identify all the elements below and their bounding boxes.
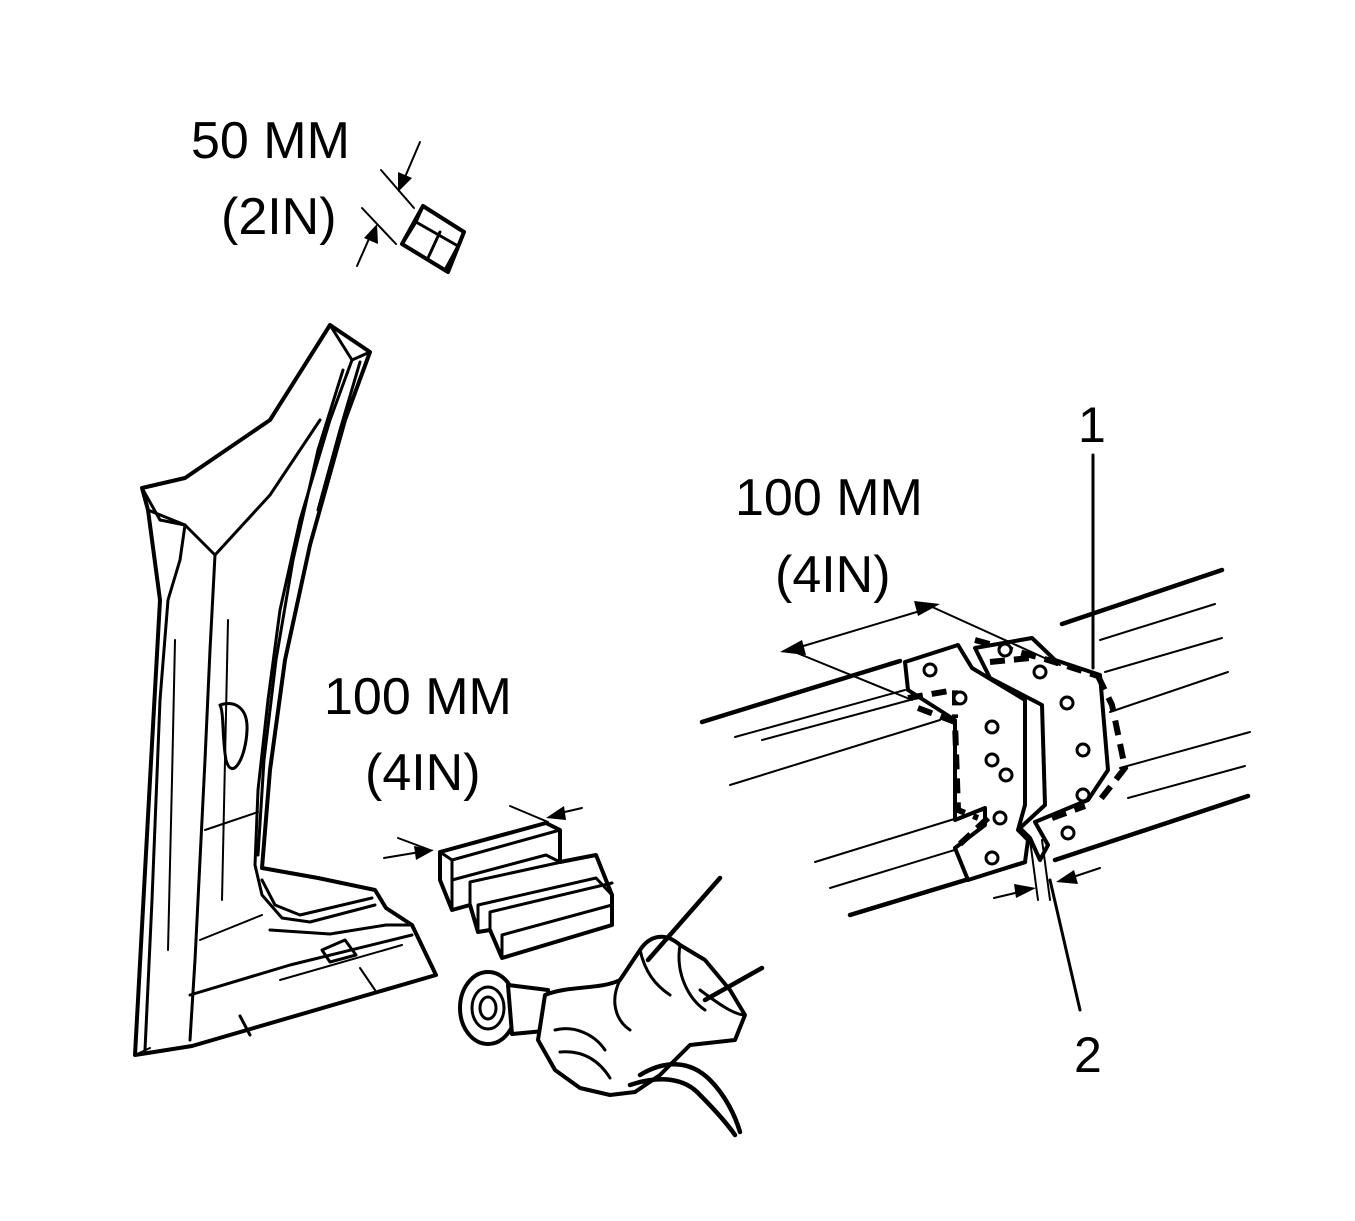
section-in-label: (4IN) [775, 546, 891, 604]
callout-2: 2 [1048, 878, 1102, 1083]
stepped-piece-dimension [383, 805, 583, 860]
small-piece-dimension [356, 141, 421, 267]
gap-dimension [993, 839, 1101, 901]
section-dimension [780, 601, 1061, 701]
stepped-piece-mm-label: 100 MM [324, 668, 512, 726]
stepped-piece-in-label: (4IN) [365, 744, 481, 802]
small-insert-piece [400, 204, 466, 274]
rocker-section-panel [699, 567, 1251, 918]
small-piece-mm-label: 50 MM [191, 112, 350, 170]
small-piece-in-label: (2IN) [221, 188, 337, 246]
section-mm-label: 100 MM [735, 469, 923, 527]
callout-2-label: 2 [1074, 1027, 1102, 1083]
stepped-insert-piece [438, 821, 614, 960]
callout-1-label: 1 [1078, 397, 1106, 453]
callout-1: 1 [1078, 397, 1106, 670]
b-pillar-assembly [133, 323, 438, 1057]
gloved-hand [536, 875, 765, 1138]
